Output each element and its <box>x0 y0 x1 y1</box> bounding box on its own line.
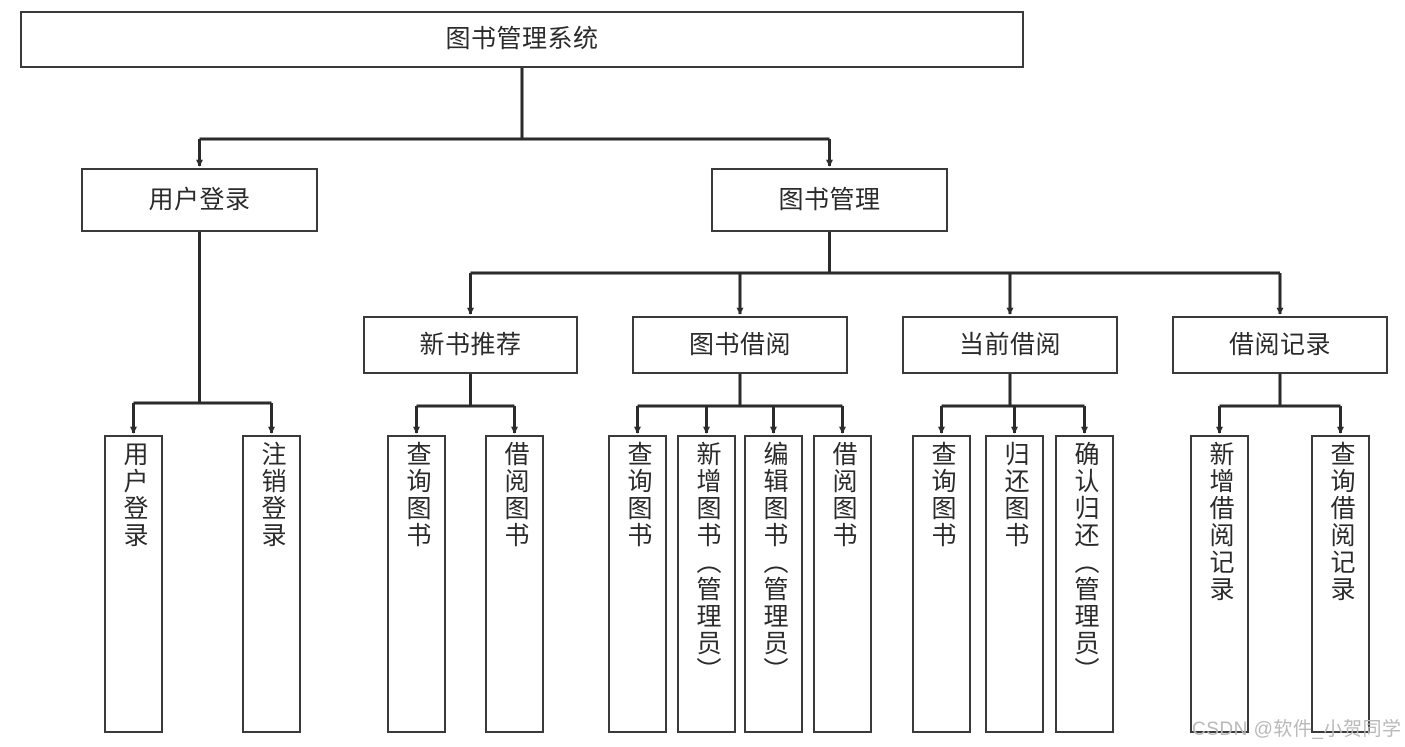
node-label-leaf-cu-query: 查询图书 <box>928 441 956 549</box>
node-label-leaf-nb-query: 查询图书 <box>403 441 431 549</box>
node-label-root: 图书管理系统 <box>445 25 599 53</box>
node-label-leaf-re-add: 新增借阅记录 <box>1206 441 1234 603</box>
node-leaf-re-add[interactable]: 新增借阅记录 <box>1190 435 1249 733</box>
node-leaf-cu-query[interactable]: 查询图书 <box>912 435 971 733</box>
node-label-leaf-nb-borrow: 借阅图书 <box>501 441 529 549</box>
node-label-leaf-bo-query: 查询图书 <box>624 441 652 549</box>
node-login[interactable]: 用户登录 <box>81 168 318 232</box>
node-label-leaf-user-login: 用户登录 <box>120 441 148 549</box>
node-bookmgmt[interactable]: 图书管理 <box>711 168 948 232</box>
node-leaf-user-login[interactable]: 用户登录 <box>104 435 163 733</box>
node-current[interactable]: 当前借阅 <box>902 316 1118 374</box>
node-label-leaf-bo-add: 新增图书（管理员） <box>693 441 721 684</box>
node-label-borrow: 图书借阅 <box>688 330 791 359</box>
node-label-leaf-user-logout: 注销登录 <box>258 441 286 549</box>
node-leaf-cu-return[interactable]: 归还图书 <box>985 435 1044 733</box>
node-label-leaf-cu-confirm: 确认归还（管理员） <box>1071 441 1099 684</box>
node-borrow[interactable]: 图书借阅 <box>632 316 848 374</box>
node-label-login: 用户登录 <box>148 185 251 214</box>
node-label-current: 当前借阅 <box>958 330 1061 359</box>
node-records[interactable]: 借阅记录 <box>1172 316 1388 374</box>
node-label-leaf-re-query: 查询借阅记录 <box>1327 441 1355 603</box>
node-label-bookmgmt: 图书管理 <box>778 185 881 214</box>
node-newbook[interactable]: 新书推荐 <box>363 316 578 374</box>
node-label-leaf-cu-return: 归还图书 <box>1001 441 1029 549</box>
node-label-records: 借阅记录 <box>1228 330 1331 359</box>
node-leaf-bo-borrow[interactable]: 借阅图书 <box>813 435 872 733</box>
node-leaf-re-query[interactable]: 查询借阅记录 <box>1311 435 1370 733</box>
node-leaf-user-logout[interactable]: 注销登录 <box>242 435 301 733</box>
node-leaf-bo-query[interactable]: 查询图书 <box>608 435 667 733</box>
node-leaf-bo-add[interactable]: 新增图书（管理员） <box>677 435 736 733</box>
node-leaf-nb-borrow[interactable]: 借阅图书 <box>485 435 544 733</box>
node-leaf-nb-query[interactable]: 查询图书 <box>387 435 446 733</box>
node-label-leaf-bo-borrow: 借阅图书 <box>829 441 857 549</box>
watermark-text: CSDN @软件_小贺同学 <box>1192 719 1402 740</box>
node-leaf-cu-confirm[interactable]: 确认归还（管理员） <box>1055 435 1114 733</box>
node-root[interactable]: 图书管理系统 <box>20 11 1024 68</box>
node-label-leaf-bo-edit: 编辑图书（管理员） <box>760 441 788 684</box>
node-leaf-bo-edit[interactable]: 编辑图书（管理员） <box>744 435 803 733</box>
node-label-newbook: 新书推荐 <box>419 330 522 359</box>
